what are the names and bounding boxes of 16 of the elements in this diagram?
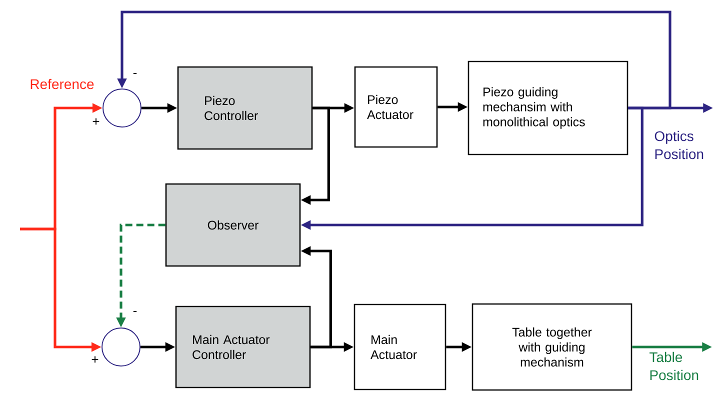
input-label: Reference	[30, 78, 94, 90]
summing-junction	[102, 88, 142, 128]
block-box: Piezo Controller	[177, 66, 313, 150]
block-box: Main Actuator	[354, 304, 446, 390]
summing-junction	[102, 328, 140, 366]
block-box: Observer	[165, 183, 301, 267]
edge-label: Table Position	[650, 352, 698, 380]
sign-label: +	[92, 118, 100, 125]
sign-label: -	[133, 311, 137, 312]
block-box: Piezo Actuator	[354, 66, 438, 148]
edge-label: Optics Position	[654, 130, 704, 160]
sign-label: +	[92, 356, 98, 363]
block-box: Piezo guiding mechansim with monolithical optics	[468, 60, 628, 156]
block-box: Table together with guiding mechanism	[472, 303, 632, 391]
sign-label: -	[133, 73, 137, 74]
block-box: Main Actuator Controller	[175, 306, 311, 388]
